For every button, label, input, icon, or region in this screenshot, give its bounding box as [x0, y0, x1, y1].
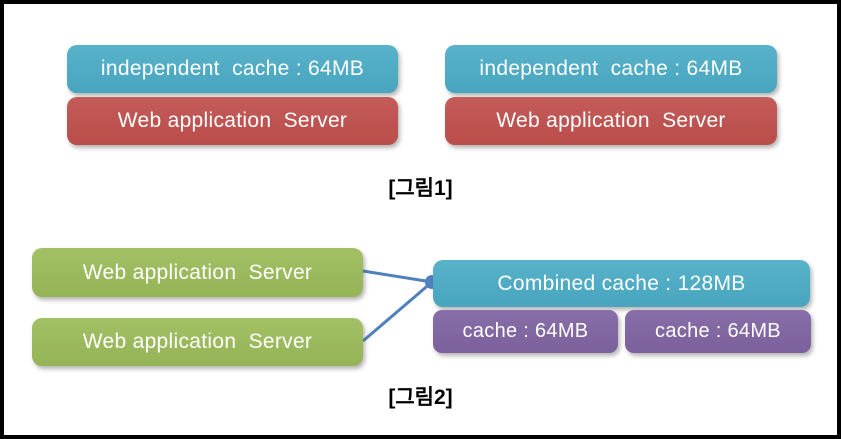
- independent-cache-label-2: independent cache : 64MB: [479, 57, 743, 80]
- web-application-server-label-1: Web application Server: [117, 109, 348, 132]
- connector-line-top: [362, 269, 433, 284]
- independent-cache-box-1: independent cache : 64MB: [67, 45, 398, 93]
- independent-cache-label-1: independent cache : 64MB: [100, 57, 365, 80]
- combined-cache-label: Combined cache : 128MB: [497, 271, 746, 295]
- web-application-server-label-3: Web application Server: [82, 260, 313, 284]
- connector-line-bottom: [362, 280, 433, 343]
- figure2-caption: [그림2]: [388, 386, 453, 409]
- web-application-server-label-2: Web application Server: [496, 109, 726, 132]
- cache-64mb-label-2: cache : 64MB: [655, 320, 781, 342]
- cache-64mb-box-2: cache : 64MB: [625, 310, 811, 353]
- figure1-caption: [그림1]: [388, 177, 453, 200]
- cache-64mb-label-1: cache : 64MB: [462, 320, 589, 342]
- web-application-server-box-1: Web application Server: [67, 97, 398, 145]
- combined-cache-box: Combined cache : 128MB: [433, 260, 810, 307]
- web-application-server-box-4: Web application Server: [32, 318, 363, 366]
- web-application-server-box-2: Web application Server: [445, 97, 777, 145]
- independent-cache-box-2: independent cache : 64MB: [445, 45, 777, 93]
- cache-64mb-box-1: cache : 64MB: [433, 310, 618, 353]
- web-application-server-box-3: Web application Server: [32, 248, 363, 297]
- web-application-server-label-4: Web application Server: [82, 330, 313, 353]
